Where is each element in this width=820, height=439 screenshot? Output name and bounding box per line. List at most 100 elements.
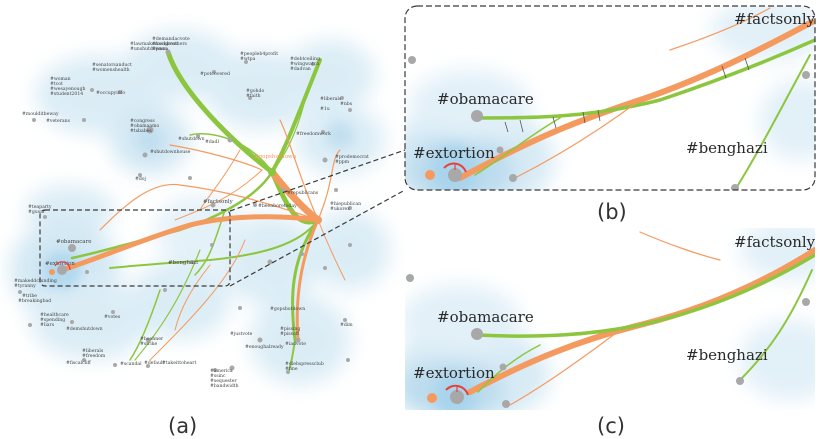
label-dim: #dim (340, 322, 353, 328)
label-gopshutdown-small: #gopshutdown (270, 306, 305, 312)
label-dadl: #dadl (205, 139, 219, 145)
graph-nodes (18, 49, 352, 374)
label-wingwatch: #wingwatch (290, 61, 319, 67)
panel-b-zoom-split: #obamacare #extortion #benghazi #factson… (404, 5, 816, 191)
marker-arc-a (54, 261, 71, 271)
label-ukorex: #ukorex (330, 206, 350, 212)
label-bandwidth: #bandwidth (210, 383, 239, 389)
label-prodemocrat: #prodemocrat (335, 154, 369, 160)
label-republicans: #republicans (287, 190, 319, 196)
label-obamaamo: #obamaamo (130, 123, 159, 129)
label-hiepublican: #hiepublican (330, 201, 361, 207)
label-ssinc: #ssinc (210, 373, 226, 379)
label-strike: #strike (140, 341, 158, 347)
label-gohdo: #gohdo (246, 88, 264, 94)
label-votes: #votes (104, 314, 121, 320)
density-regions (10, 30, 390, 385)
tension-arrows (504, 57, 750, 133)
label-wesayenough: #wesayenough (50, 86, 86, 92)
label-extortion-c: #extortion (413, 364, 495, 382)
label-fiscalcliff: #fiscalcliff (66, 360, 92, 366)
label-benghazi-c: #benghazi (686, 346, 768, 364)
orange-edges (59, 119, 346, 361)
label-faith: #faith (246, 93, 261, 99)
label-liberals-2: #liberals (82, 348, 104, 354)
small-labels: #demandacvote #kochbrothers #pnsa #lawma… (14, 36, 369, 389)
label-tyranny: #tyranny (14, 283, 36, 289)
label-woman: #woman (50, 76, 71, 82)
label-center-hub: #gopshutdown (254, 154, 297, 160)
label-iadvote: #iadvote (285, 341, 306, 347)
label-dlebspressclub: #dlebspressclub (285, 361, 324, 367)
label-breakingbad: #breakingbad (18, 298, 51, 304)
label-demshutdown: #demshutdown (66, 326, 103, 332)
label-pissing: #pissing (280, 326, 300, 332)
label-extortion-a: #extortion (45, 261, 75, 267)
label-benghazi-b: #benghazi (686, 139, 768, 157)
label-kochbrothers: #kochbrothers (152, 41, 188, 47)
label-factsonly-b: #factsonly (734, 10, 816, 28)
caption-a: (a) (168, 414, 197, 438)
label-benghazi-a: #benghazi (168, 260, 198, 266)
label-enoughalready: #enoughalready (245, 344, 284, 350)
label-obamacare-c: #obamacare (437, 308, 534, 326)
label-senatorsanduct: #senatorsanduct (92, 62, 132, 68)
label-boehner: #boehner (140, 336, 164, 342)
zoom-region-box (39, 209, 231, 287)
label-factsonly-c: #factsonly (734, 233, 816, 251)
caption-c: (c) (597, 414, 625, 438)
label-womenshealth: #womenshealth (92, 67, 130, 73)
label-pnsa: #pnsa (152, 46, 167, 52)
label-takeittoheart: #takeittoheart (162, 360, 196, 366)
label-justvote: #justvote (230, 331, 253, 337)
label-fine: #fine (285, 366, 298, 372)
label-america: #america (210, 368, 233, 374)
panel-c-zoom-merged: #obamacare #extortion #benghazi #factson… (405, 228, 816, 410)
zoom-connector-bottom (229, 189, 406, 287)
label-veterans: #veterans (46, 118, 71, 124)
label-unshutdown: #unshutdownna (130, 46, 168, 52)
label-tsbabes: #tsbabes (130, 128, 152, 134)
hub-labels: #factsonly #obamacare #extortion #bengha… (45, 199, 234, 267)
label-freedomwork: #freedomwork (296, 131, 331, 137)
label-scandal: #scandal (120, 361, 142, 367)
panel-a-overview: #demandacvote #kochbrothers #pnsa #lawma… (10, 30, 390, 389)
label-shutdown: #shutdown (178, 136, 205, 142)
label-nbs: #nbs (340, 101, 353, 107)
label-makeddcfunding: #makeddcfunding (14, 278, 57, 284)
label-debtceiling: #debtceiling (290, 56, 320, 62)
label-wtpa: #wtpa (240, 56, 256, 62)
label-gusar: #gusar (28, 209, 46, 215)
label-liberals: #liberals (320, 96, 342, 102)
marker-arc-b (443, 162, 467, 173)
label-extortion-b: #extortion (413, 144, 495, 162)
caption-b: (b) (597, 200, 627, 224)
panel-b-frame (404, 5, 816, 191)
label-congress: #congress (130, 118, 155, 124)
label-factsonly-a: #factsonly (203, 199, 234, 205)
label-tcot: #tcot (50, 81, 63, 87)
label-obamacare-a: #obamacare (56, 239, 91, 245)
label-liars: #liars (40, 322, 55, 328)
label-sequester: #sequester (210, 378, 237, 384)
zoom-connector-top (229, 149, 406, 212)
label-teaparty: #teaparty (28, 204, 52, 210)
label-spending: #spending (40, 317, 65, 323)
label-default: #default (144, 360, 164, 366)
label-tribe: #tribe (22, 293, 37, 299)
label-demandacvote: #demandacvote (152, 36, 190, 42)
marker-arc-c (445, 384, 469, 396)
label-dadvan: #dadvan (290, 66, 311, 72)
label-moulditbeway: #moulditbeway (22, 111, 59, 117)
label-doj: #doj (135, 176, 146, 182)
label-1u: #1u (320, 106, 330, 112)
label-shutdownhouse: #shutdownhouse (150, 149, 191, 155)
label-beenboretoday: #beenboretoday (258, 203, 297, 209)
label-obamacare-b: #obamacare (437, 90, 534, 108)
label-student2014: #student2014 (50, 91, 83, 97)
label-lawmaker: #lawmakercongress (130, 41, 178, 47)
label-potcovered: #potcovered (200, 71, 230, 77)
label-pissoff: #pissoff (280, 331, 300, 337)
label-ppm: #ppm (335, 159, 350, 165)
